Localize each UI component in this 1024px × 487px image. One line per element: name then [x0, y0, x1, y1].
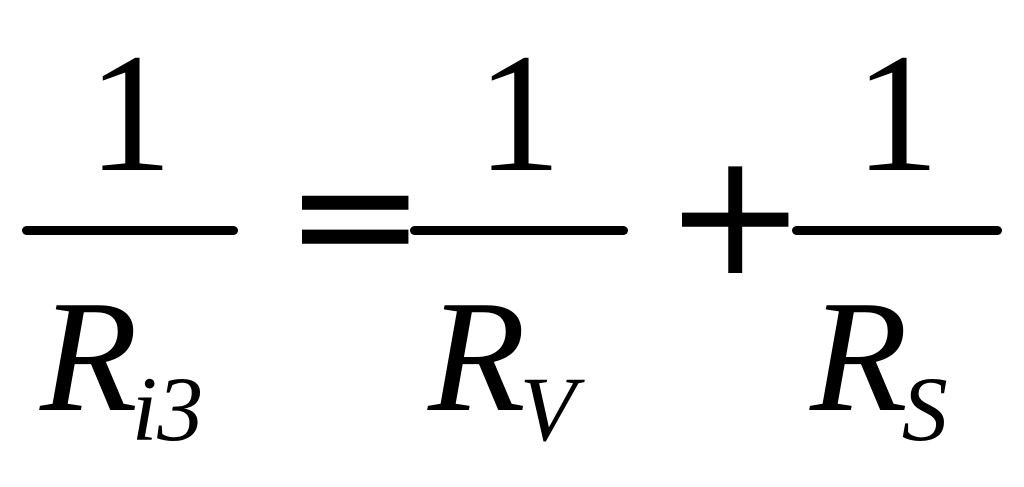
- numerator-middle: 1: [476, 19, 562, 207]
- plus-sign: +: [664, 116, 807, 314]
- fraction-middle: 1 RV: [410, 0, 628, 487]
- resistance-symbol-left: R: [40, 267, 138, 445]
- denominator-left: Ri3: [40, 276, 203, 455]
- fraction-bar-middle: [410, 226, 628, 235]
- subscript-right: S: [901, 358, 948, 460]
- subscript-left: i3: [131, 358, 204, 460]
- equals-sign: =: [284, 116, 427, 314]
- numerator-right: 1: [854, 19, 940, 207]
- resistance-symbol-middle: R: [428, 267, 526, 445]
- fraction-left: 1 Ri3: [22, 0, 238, 487]
- denominator-middle: RV: [428, 276, 576, 455]
- resistance-symbol-right: R: [810, 267, 908, 445]
- fraction-bar-left: [22, 226, 238, 235]
- fraction-bar-right: [792, 226, 1002, 235]
- subscript-middle: V: [519, 358, 576, 460]
- fraction-right: 1 RS: [792, 0, 1002, 487]
- numerator-left: 1: [87, 19, 173, 207]
- denominator-right: RS: [810, 276, 948, 455]
